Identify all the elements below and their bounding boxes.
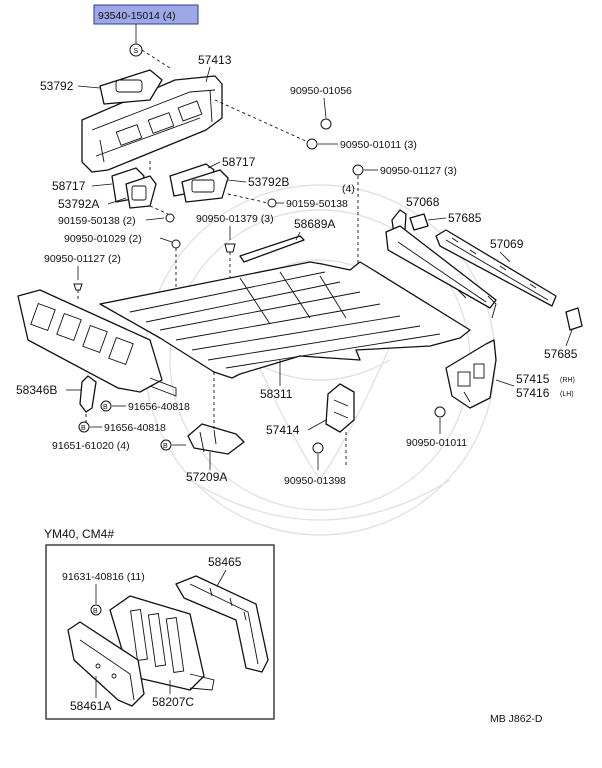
- cover-53792A: [125, 175, 157, 209]
- watermark-emblem: [144, 184, 496, 536]
- part-label-symbol-b[interactable]: B: [103, 404, 108, 411]
- part-label-p91656-40818-b[interactable]: 91656-40818: [104, 422, 166, 434]
- part-label-p57685-top[interactable]: 57685: [448, 211, 482, 225]
- side-member-57069: [435, 229, 557, 307]
- pad-57685-bottom: [565, 307, 583, 331]
- part-label-p90950-01029-2[interactable]: 90950-01029 (2): [64, 233, 142, 245]
- part-label-symbol-b[interactable]: B: [163, 443, 168, 450]
- part-label-p57414[interactable]: 57414: [266, 423, 300, 437]
- drawing-code: MB J862-D: [490, 713, 543, 725]
- part-label-p58717-r[interactable]: 58717: [222, 155, 256, 169]
- part-label-p90950-01011-3[interactable]: 90950-01011 (3): [340, 139, 417, 151]
- part-label-rh[interactable]: (RH): [560, 377, 575, 384]
- bracket-58346B: [79, 375, 97, 413]
- part-label-p90950-01056[interactable]: 90950-01056: [290, 85, 352, 97]
- highlight-box: [93, 4, 199, 25]
- part-label-symbol-b[interactable]: B: [81, 425, 86, 432]
- part-label-p58717-l[interactable]: 58717: [52, 179, 86, 193]
- bracket-57415-57416: [445, 339, 497, 409]
- left-side-panel: [17, 289, 177, 397]
- part-label-symbol-s[interactable]: S: [134, 48, 139, 55]
- part-label-p90950-01127-3[interactable]: 90950-01127 (3): [380, 165, 457, 177]
- cover-53792B: [181, 169, 229, 203]
- part-label-p53792A[interactable]: 53792A: [58, 197, 99, 211]
- part-label-p57069[interactable]: 57069: [490, 237, 524, 251]
- part-label-p58311[interactable]: 58311: [260, 387, 293, 401]
- part-label-p58689A[interactable]: 58689A: [294, 217, 335, 231]
- part-label-p57685-bot[interactable]: 57685: [544, 347, 578, 361]
- part-label-p90950-01379-3[interactable]: 90950-01379 (3): [196, 213, 274, 225]
- part-label-p57416[interactable]: 57416: [516, 386, 550, 400]
- part-label-p53792[interactable]: 53792: [40, 79, 74, 93]
- strip-58689A: [239, 235, 305, 263]
- part-label-p90950-01127-2[interactable]: 90950-01127 (2): [44, 253, 121, 265]
- part-label-p91631-40816-11[interactable]: 91631-40816 (11): [62, 571, 145, 583]
- part-label-p90159-50138-r[interactable]: 90159-50138: [286, 198, 348, 210]
- part-label-p91651-61020-4[interactable]: 91651-61020 (4): [52, 440, 130, 452]
- part-label-p58346B[interactable]: 58346B: [16, 383, 57, 397]
- bracket-57414: [325, 383, 355, 433]
- bracket-57209A: [187, 423, 245, 455]
- part-label-p53792B[interactable]: 53792B: [248, 175, 289, 189]
- part-label-lh[interactable]: (LH): [560, 391, 574, 398]
- inset-panel-58461A: [67, 621, 145, 707]
- part-label-p58207C[interactable]: 58207C: [152, 695, 194, 709]
- part-label-p90950-01398[interactable]: 90950-01398: [284, 475, 346, 487]
- highlight-part-number: 93540-15014 (4): [98, 10, 176, 22]
- part-label-p90159-50138-2[interactable]: 90159-50138 (2): [58, 215, 136, 227]
- floor-panel-58311: [99, 261, 471, 379]
- side-rail-57068-long: [385, 225, 497, 309]
- part-label-p91656-40818-a[interactable]: 91656-40818: [128, 401, 190, 413]
- part-label-p57209A[interactable]: 57209A: [186, 470, 227, 484]
- part-label-p90950-01011[interactable]: 90950-01011: [406, 437, 467, 449]
- part-label-p58465[interactable]: 58465: [208, 555, 242, 569]
- inset-frame-58465: [175, 575, 269, 673]
- highlighted-part-callout[interactable]: 93540-15014 (4): [93, 4, 199, 25]
- part-label-p57413[interactable]: 57413: [198, 53, 232, 67]
- cover-plate-53792: [99, 69, 163, 105]
- inset-title: YM40, CM4#: [44, 527, 114, 541]
- part-label-p57068[interactable]: 57068: [406, 195, 440, 209]
- part-label-p58461A[interactable]: 58461A: [70, 699, 111, 713]
- part-label-symbol-b[interactable]: B: [93, 608, 98, 615]
- part-label-p57415[interactable]: 57415: [516, 372, 550, 386]
- part-label-qty4[interactable]: (4): [342, 183, 355, 195]
- front-upper-panel-57413: [81, 75, 223, 173]
- s-symbol: S: [129, 43, 143, 57]
- pad-57685-top: [409, 213, 429, 231]
- inset-frame: [45, 544, 275, 720]
